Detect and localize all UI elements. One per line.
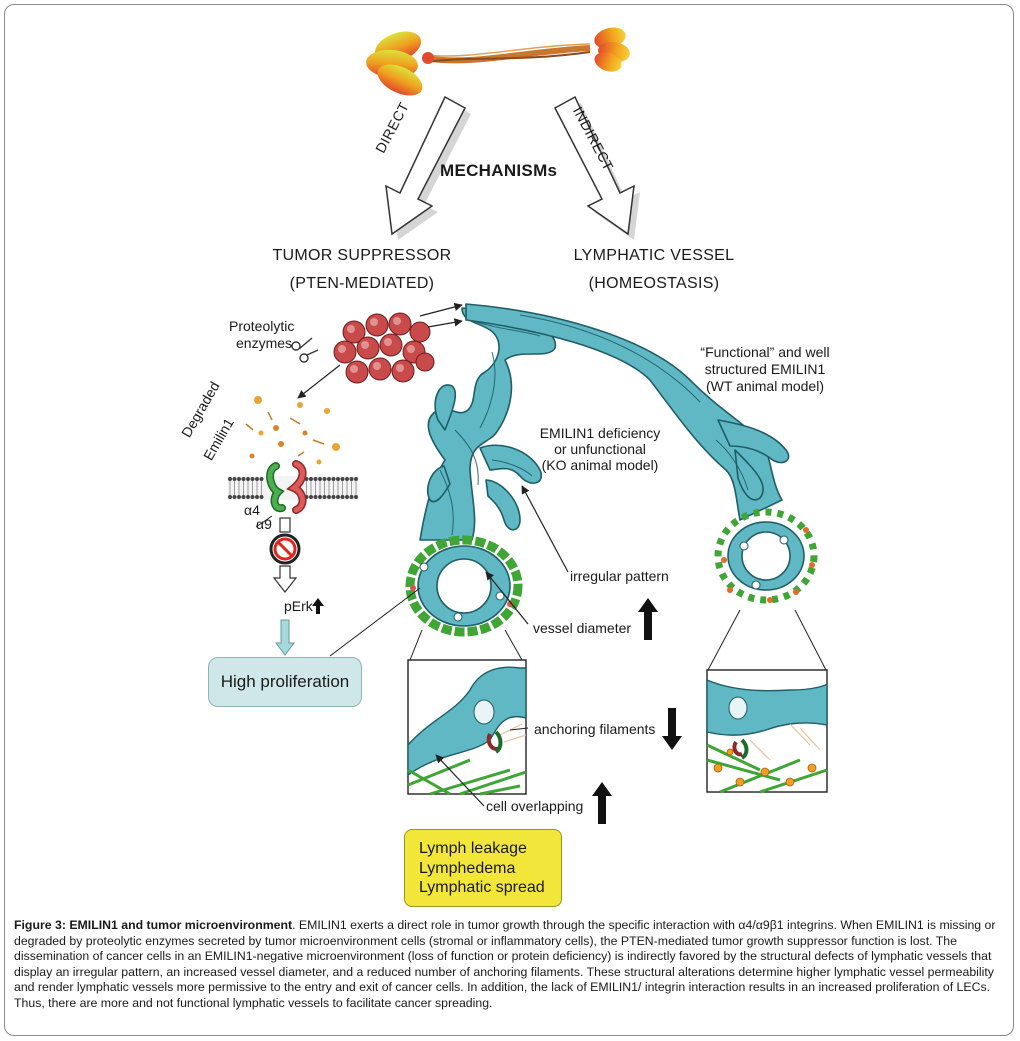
wt-model-line2: structured EMILIN1 [704,361,826,377]
cell-membrane [228,476,358,500]
ko-vessel-cross-section [405,535,523,637]
enzymes-label: enzymes [236,335,293,351]
lymphatic-vessel-label: LYMPHATIC VESSEL [573,247,735,264]
outcome-item: Lymphatic spread [419,879,545,896]
up-arrow-icon [638,598,658,640]
wt-model-line1: “Functional” and well [700,344,830,360]
pten-mediated-label: (PTEN-MEDIATED) [289,275,435,292]
outcome-item: Lymphedema [419,859,516,877]
alpha9-label: α9 [256,516,272,532]
perk-label: pErk [284,598,313,614]
outcomes-box: Lymph leakage Lymphedema Lymphatic sprea… [404,829,562,907]
ko-zoom-panel [407,629,527,796]
ko-model-line3: (KO animal model) [541,457,659,473]
tumor-suppressor-label: TUMOR SUPPRESSOR [272,247,452,264]
integrin-icon [266,460,307,514]
scissors-icon [291,337,319,363]
emilin1-trimer-icon [366,27,630,96]
ko-model-line1: EMILIN1 deficiency [539,425,661,441]
figure-frame [4,4,1014,1036]
up-arrow-icon [592,782,612,824]
up-arrow-icon [312,598,324,614]
wt-zoom-panel [706,609,828,794]
high-proliferation-box: High proliferation [208,657,362,707]
wt-vessel-cross-section [714,508,818,604]
prohibited-icon [269,533,301,565]
irregular-pattern-label: irregular pattern [570,568,669,584]
degraded-emilin1-fragments [245,396,340,465]
homeostasis-label: (HOMEOSTASIS) [588,275,720,292]
down-arrow-icon [662,708,682,750]
indirect-arrow-icon [553,95,640,240]
alpha4-label: α4 [244,502,260,518]
wt-model-line3: (WT animal model) [706,378,824,394]
mechanisms-title: MECHANISMs [440,161,558,180]
anchoring-filaments-label: anchoring filaments [534,721,656,737]
proteolytic-label: Proteolytic [229,318,295,334]
direct-arrow-icon [385,95,471,240]
tumor-cell-cluster [333,312,435,384]
ko-model-line2: or unfunctional [554,441,646,457]
caption-title: Figure 3: EMILIN1 and tumor microenviron… [14,918,293,932]
figure-caption: Figure 3: EMILIN1 and tumor microenviron… [14,918,1008,1012]
cell-overlapping-label: cell overlapping [486,798,584,814]
outcome-item: Lymph leakage [419,840,527,857]
vessel-diameter-label: vessel diameter [533,620,632,636]
caption-text: . EMILIN1 exerts a direct role in tumor … [14,918,996,1010]
ko-lymphatic-vessel [419,307,557,541]
